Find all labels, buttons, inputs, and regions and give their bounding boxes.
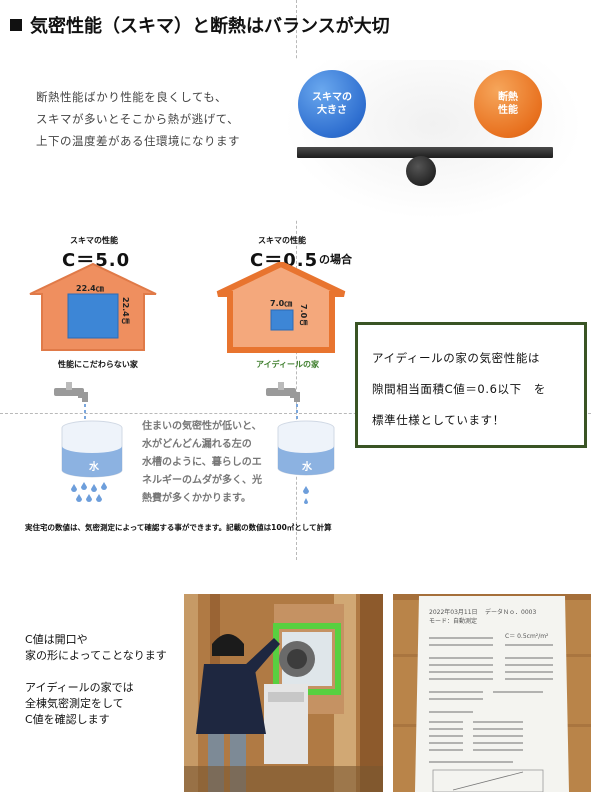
- seesaw-fulcrum: [406, 156, 436, 186]
- guide-horizontal: [0, 413, 591, 414]
- house-right-caption: アイディールの家: [256, 360, 320, 369]
- gap-size-ball: スキマの大きさ: [298, 70, 366, 138]
- house-right-label: スキマの性能: [258, 236, 306, 245]
- water-label-right: 水: [302, 462, 312, 473]
- house-left-label: スキマの性能: [70, 236, 118, 245]
- house-right-icon: [216, 262, 346, 353]
- receipt-date: 2022年03月11日: [429, 608, 478, 616]
- highlight-line: 標準仕様としています！: [372, 413, 505, 427]
- receipt-data-no: データＮｏ．0003: [485, 608, 536, 616]
- receipt-mode: モード：自動測定: [429, 617, 477, 625]
- house-left-width-dim: 22.4㎝: [76, 284, 104, 293]
- airtight-standard-box: アイディールの家の気密性能は 隙間相当面積C値＝0.6以下 を 標準仕様としてい…: [355, 322, 587, 448]
- house-left-height-dim: 22.4㎝: [121, 297, 130, 325]
- house-right-c-value: C＝0.5: [250, 250, 319, 271]
- airtight-test-photo: [184, 594, 383, 792]
- faucet-icon: [266, 382, 300, 402]
- tight-tank-right: [266, 382, 335, 504]
- house-right-height-dim: 7.0㎝: [299, 304, 308, 327]
- test-result-photo: 2022年03月11日 データＮｏ．0003 モード：自動測定 C＝ 0.5cm…: [393, 594, 591, 792]
- bottom-explanation: C値は開口や 家の形によってことなります アイディールの家では 全棟気密測定をし…: [25, 633, 167, 726]
- insulation-ball: 断熱性能: [474, 70, 542, 138]
- house-left-caption: 性能にこだわらない家: [58, 360, 138, 369]
- house-left-c-value: C＝5.0: [62, 250, 131, 271]
- faucet-icon: [54, 382, 88, 402]
- leak-explanation: 住まいの気密性が低いと、 水がどんどん漏れる左の 水槽のように、暮らしのエ ネル…: [142, 421, 262, 504]
- house-right-suffix: の場合: [319, 253, 352, 266]
- square-bullet-icon: [10, 19, 22, 31]
- intro-line: 断熱性能ばかり性能を良くしても、: [36, 90, 227, 104]
- receipt-c-value: C＝ 0.5cm²/m²: [505, 633, 549, 640]
- calculation-note: 実住宅の数値は、気密測定によって確認する事ができます。記載の数値は100㎡として…: [25, 523, 332, 532]
- house-left-icon: [29, 262, 157, 351]
- page-title: 気密性能（スキマ）と断熱はバランスが大切: [10, 12, 390, 38]
- intro-text: 断熱性能ばかり性能を良くしても、 スキマが多いとそこから熱が逃げて、 上下の温度…: [36, 86, 240, 152]
- highlight-line: 隙間相当面積C値＝0.6以下 を: [372, 382, 546, 396]
- intro-line: スキマが多いとそこから熱が逃げて、: [36, 112, 240, 126]
- seesaw-plank: [297, 147, 553, 158]
- water-label-left: 水: [89, 462, 99, 473]
- intro-line: 上下の温度差がある住環境になります: [36, 134, 240, 148]
- highlight-line: アイディールの家の気密性能は: [372, 351, 541, 365]
- leaky-tank-left: [54, 382, 123, 502]
- water-drops: [303, 486, 309, 504]
- house-right-width-dim: 7.0㎝: [270, 299, 293, 308]
- water-drops: [71, 482, 107, 502]
